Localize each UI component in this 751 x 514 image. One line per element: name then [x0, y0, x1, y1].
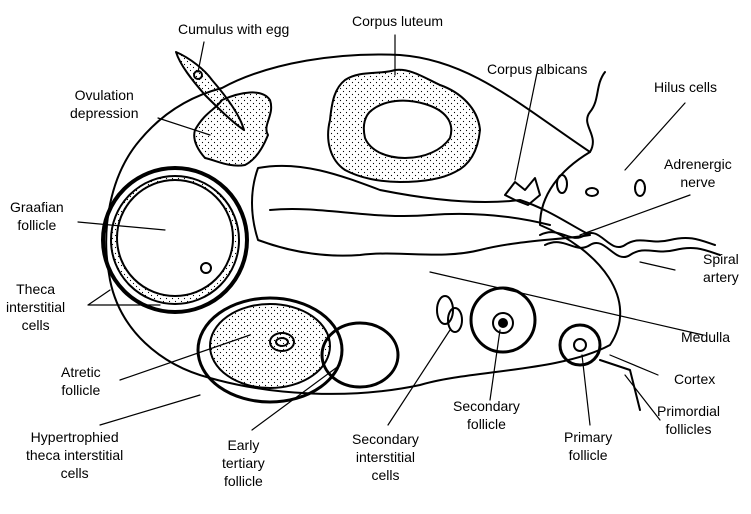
label-text: Cortex	[674, 371, 716, 387]
spiral-artery	[539, 231, 716, 248]
label-secondary-interstitial-cells: Secondary interstitial cells	[352, 430, 419, 484]
hilus-nerve	[586, 71, 606, 153]
label-text: Primary	[564, 429, 613, 445]
corpus-albicans-shape	[504, 177, 541, 206]
label-hypertrophied-theca: Hypertrophied theca interstitial cells	[26, 428, 123, 482]
label-text: interstitial	[355, 449, 416, 465]
label-corpus-luteum: Corpus luteum	[352, 12, 443, 30]
label-atretic-follicle: Atretic follicle	[61, 363, 101, 399]
label-text: cells	[371, 467, 400, 483]
primary-follicle	[558, 323, 602, 367]
label-graafian-follicle: Graafian follicle	[10, 198, 64, 234]
label-text: nerve	[680, 174, 716, 190]
early-tertiary-follicle	[320, 321, 400, 389]
label-text: interstitial	[6, 299, 66, 315]
medulla-region	[251, 164, 591, 257]
ovary-outline	[105, 53, 622, 395]
label-text: Hypertrophied	[30, 429, 119, 445]
label-secondary-follicle: Secondary follicle	[453, 397, 520, 433]
label-primordial-follicles: Primordial follicles	[657, 402, 720, 438]
label-adrenergic-nerve: Adrenergic nerve	[664, 155, 732, 191]
label-text: Corpus luteum	[352, 13, 444, 29]
label-text: Early	[227, 437, 260, 453]
atretic-follicle-outer	[196, 296, 344, 404]
label-corpus-albicans: Corpus albicans	[487, 60, 587, 78]
label-hilus-cells: Hilus cells	[654, 78, 717, 96]
label-text: Secondary	[453, 398, 520, 414]
label-text: cells	[21, 317, 50, 333]
label-primary-follicle: Primary follicle	[564, 428, 612, 464]
label-text: Cumulus with egg	[178, 21, 290, 37]
label-theca-interstitial-cells: Theca interstitial cells	[6, 280, 65, 334]
label-cortex: Cortex	[674, 370, 715, 388]
graafian-follicle-outer	[101, 166, 249, 314]
secondary-follicle	[469, 286, 537, 354]
ovulation-depression-shape	[193, 91, 273, 167]
graafian-follicle-antrum	[116, 179, 234, 297]
leader-albicans	[514, 67, 539, 181]
label-text: Spiral	[703, 251, 739, 267]
label-spiral-artery: Spiral artery	[703, 250, 739, 286]
label-text: follicle	[17, 217, 57, 233]
label-text: Primordial	[657, 403, 721, 419]
label-text: cells	[60, 465, 89, 481]
label-text: follicle	[223, 473, 263, 489]
label-cumulus-with-egg: Cumulus with egg	[178, 20, 289, 38]
label-text: Ovulation	[74, 87, 134, 103]
label-text: follicle	[61, 382, 101, 398]
corpus-luteum-lumen	[362, 99, 453, 159]
label-early-tertiary-follicle: Early tertiary follicle	[222, 436, 265, 490]
label-text: Medulla	[681, 329, 731, 345]
label-text: artery	[703, 269, 739, 285]
label-text: follicles	[665, 421, 712, 437]
atretic-follicle	[209, 303, 331, 389]
label-text: Graafian	[10, 199, 64, 215]
label-medulla: Medulla	[681, 328, 730, 346]
label-text: theca interstitial	[26, 447, 124, 463]
label-text: Theca	[16, 281, 56, 297]
label-text: depression	[70, 105, 139, 121]
label-ovulation-depression: Ovulation depression	[70, 86, 139, 122]
label-text: tertiary	[222, 455, 265, 471]
label-text: Adrenergic	[664, 156, 732, 172]
label-text: Corpus albicans	[487, 61, 588, 77]
label-text: Secondary	[352, 431, 419, 447]
label-text: Atretic	[61, 364, 101, 380]
label-text: follicle	[568, 447, 608, 463]
label-text: Hilus cells	[654, 79, 718, 95]
label-text: follicle	[467, 416, 506, 432]
